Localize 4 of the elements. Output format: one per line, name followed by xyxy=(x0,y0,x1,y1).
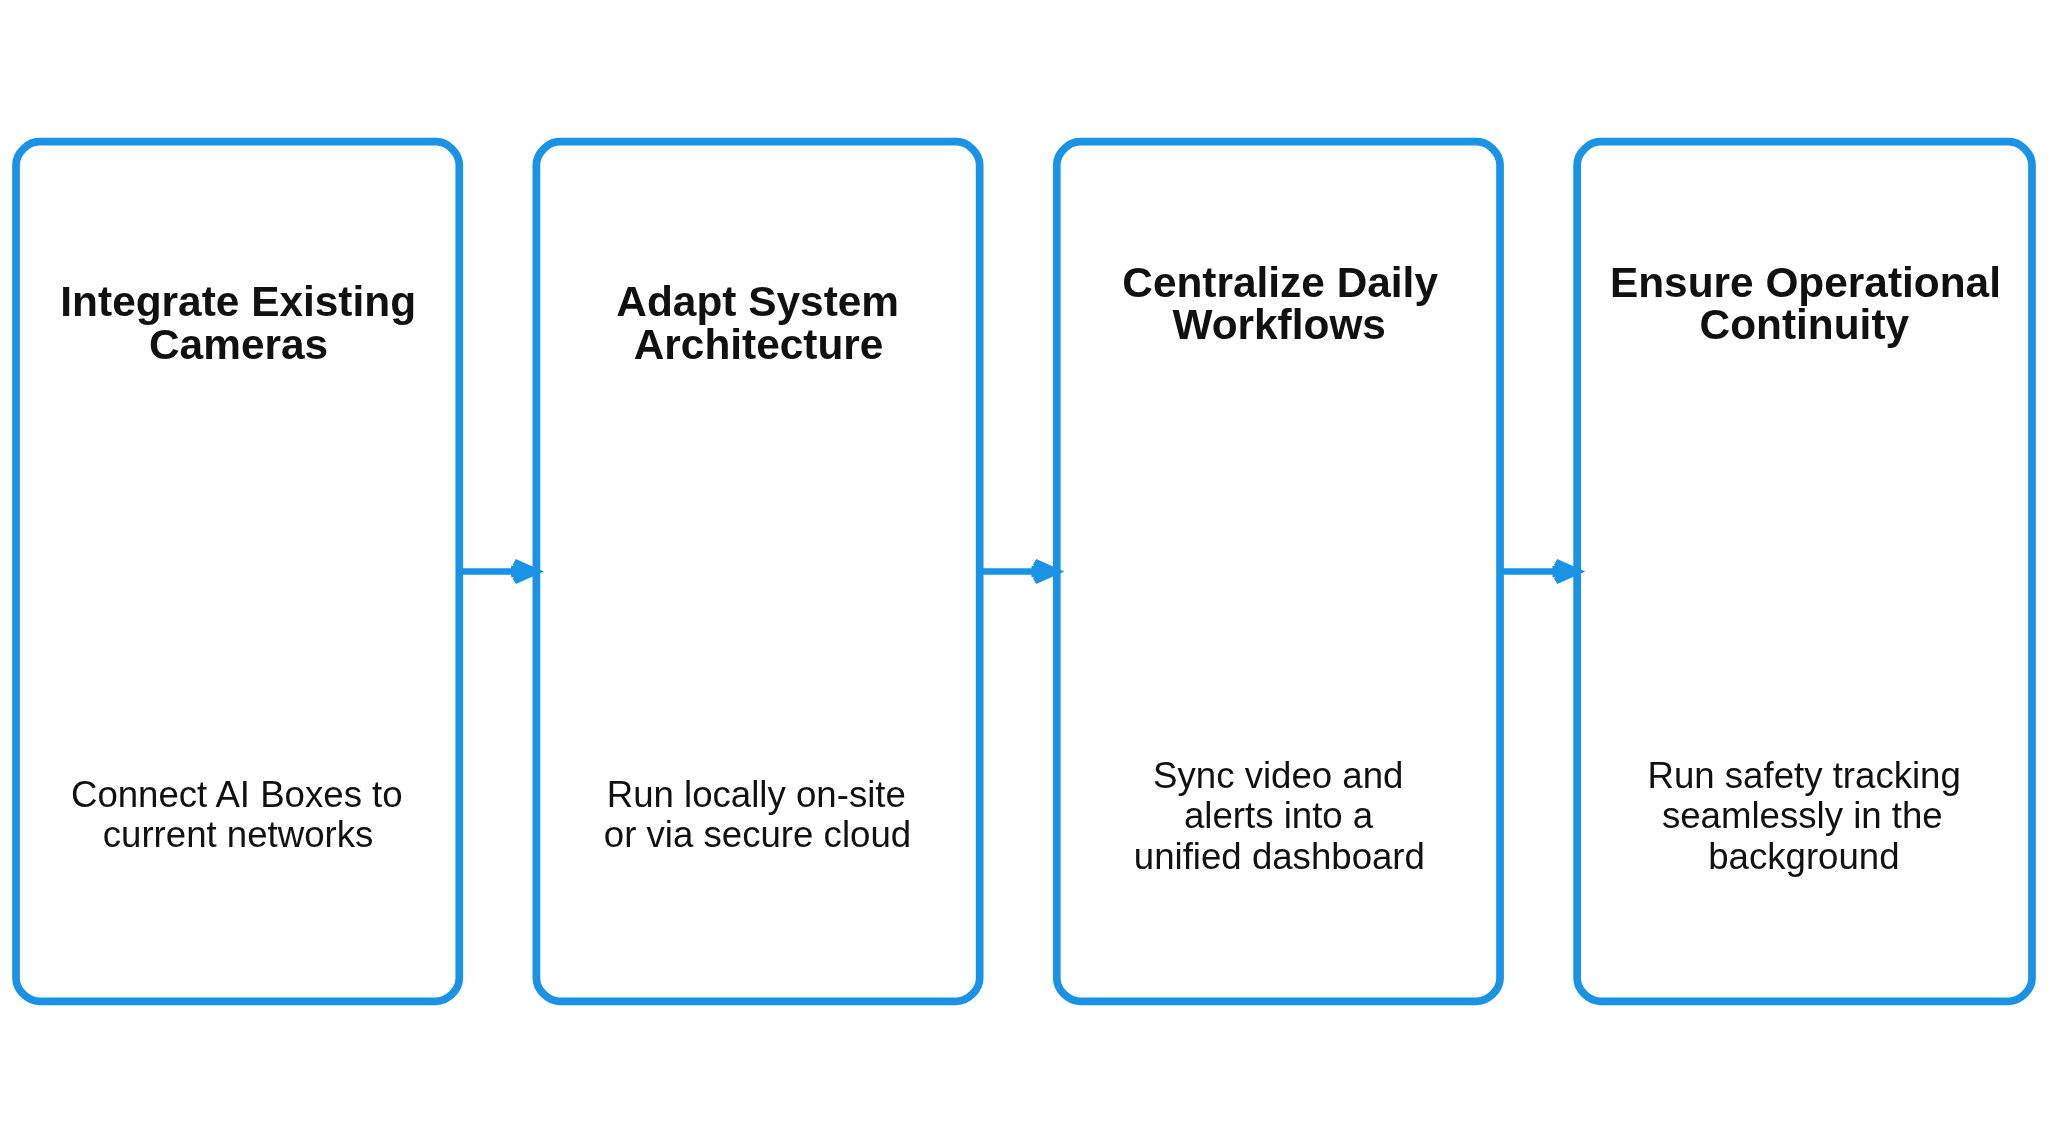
node-box: Centralize Daily Workflows Sync video and alerts into a unified dashboard xyxy=(1052,137,1504,1006)
node-box: Integrate Existing Cameras Connect AI Boxes to current networks xyxy=(12,137,464,1006)
node-box: Adapt System Architecture Run locally on-site or via secure cloud xyxy=(532,137,984,1006)
node-box: Ensure Operational Continuity Run safety tracking seamlessly in the background xyxy=(1573,137,2036,1006)
